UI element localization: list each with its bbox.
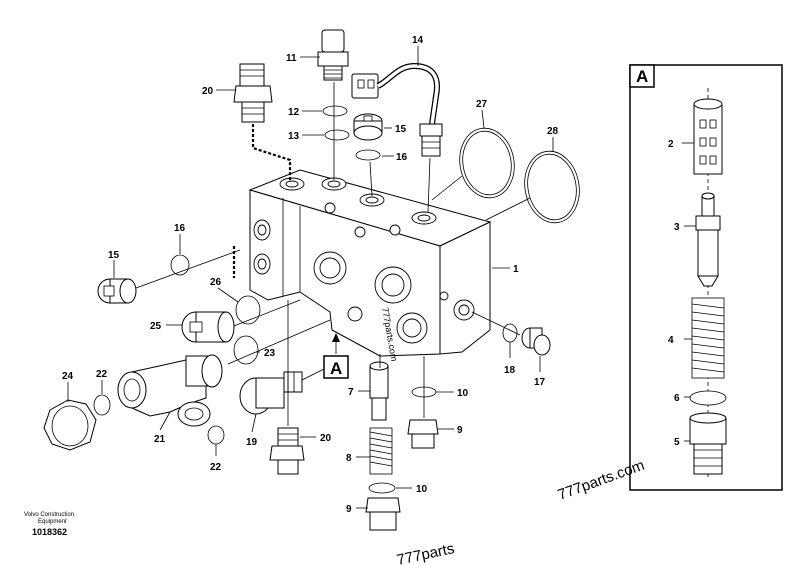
detail-view-label: A [636, 67, 648, 86]
plug-upper [353, 113, 383, 141]
callout-23: 23 [264, 348, 276, 359]
callout-24: 24 [62, 371, 74, 382]
callout-25: 25 [150, 321, 162, 332]
callout-13: 13 [288, 131, 300, 142]
plug-25 [181, 311, 235, 343]
piston-7 [369, 361, 389, 421]
callout-28: 28 [547, 126, 559, 137]
detail-spring-4 [691, 297, 725, 379]
callout-19: 19 [246, 437, 258, 448]
callout-21: 21 [154, 434, 166, 445]
fitting-lower [269, 427, 305, 475]
publisher-name-line1: Volvo Construction [24, 512, 74, 518]
callout-20-upper: 20 [202, 86, 214, 97]
callout-16-upper: 16 [396, 152, 408, 163]
callout-22-left: 22 [96, 369, 108, 380]
plug-19 [239, 371, 303, 415]
detail-piston-3 [695, 192, 721, 287]
callout-4: 4 [668, 335, 674, 346]
callout-11: 11 [286, 53, 297, 64]
fitting-upper [233, 63, 273, 123]
callout-1: 1 [513, 264, 519, 275]
spring-8 [369, 427, 393, 475]
callout-9-right: 9 [457, 425, 463, 436]
callout-5: 5 [674, 437, 680, 448]
diagram-id: 1018362 [32, 527, 67, 537]
callout-15-upper: 15 [395, 124, 407, 135]
callout-14: 14 [412, 35, 424, 46]
plug-17 [521, 327, 551, 356]
plug-9-lower [365, 497, 401, 531]
callout-20-lower: 20 [320, 433, 332, 444]
callout-18: 18 [504, 365, 516, 376]
callout-15-left: 15 [108, 250, 120, 261]
callout-2: 2 [668, 139, 674, 150]
plug-left [97, 278, 137, 304]
leader-lines [67, 46, 696, 509]
tee-fitting [117, 354, 223, 427]
hex-nut [43, 399, 97, 451]
detail-sleeve-2 [693, 98, 723, 175]
callout-7: 7 [348, 387, 354, 398]
callout-12: 12 [288, 107, 300, 118]
callout-6: 6 [674, 393, 680, 404]
callout-9-lower: 9 [346, 504, 352, 515]
callout-10-right: 10 [457, 388, 469, 399]
section-marker-a: A [330, 359, 342, 378]
detail-ring-6 [689, 390, 727, 406]
publisher-name-line2: Equipment [38, 519, 67, 525]
wire-harness [351, 62, 443, 157]
callout-27: 27 [476, 99, 488, 110]
callout-10-lower: 10 [416, 484, 428, 495]
callout-22-lower: 22 [210, 462, 222, 473]
callout-17: 17 [534, 377, 546, 388]
callout-8: 8 [346, 453, 352, 464]
callout-3: 3 [674, 222, 680, 233]
callout-26: 26 [210, 277, 222, 288]
valve-block [248, 169, 492, 357]
callout-16-left: 16 [174, 223, 186, 234]
detail-plug-5 [689, 412, 727, 475]
plug-9-right [407, 419, 439, 449]
pressure-sensor [317, 29, 349, 81]
watermark-bottom: 777parts [395, 540, 456, 565]
